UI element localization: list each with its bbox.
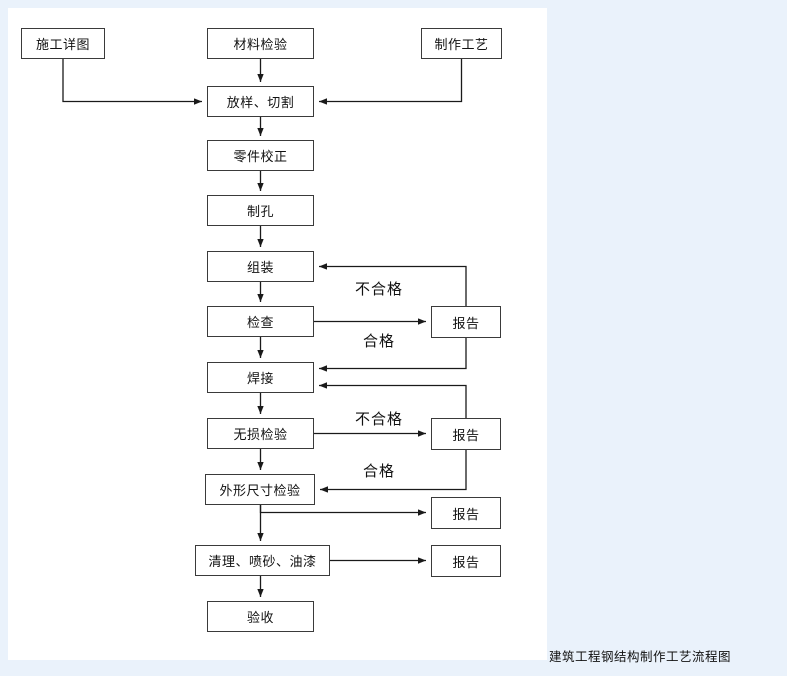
node-welding: 焊接: [207, 362, 314, 393]
node-clean-blast-paint: 清理、喷砂、油漆: [195, 545, 330, 576]
node-report-4: 报告: [431, 545, 501, 577]
figure-caption: 建筑工程钢结构制作工艺流程图: [549, 650, 732, 664]
node-shop-drawing: 施工详图: [21, 28, 105, 59]
node-part-correction: 零件校正: [207, 140, 314, 171]
node-report-2: 报告: [431, 418, 501, 450]
node-fab-process: 制作工艺: [421, 28, 502, 59]
node-inspection: 检查: [207, 306, 314, 337]
node-layout-cutting: 放样、切割: [207, 86, 314, 117]
edge-label-pass-1: 合格: [363, 333, 396, 350]
node-report-3: 报告: [431, 497, 501, 529]
edge-drawing-to-layout: [62, 59, 202, 105]
edge-report2-pass-to-dimension: [320, 450, 467, 493]
node-ndt-inspection: 无损检验: [207, 418, 314, 449]
node-assembly: 组装: [207, 251, 314, 282]
node-acceptance: 验收: [207, 601, 314, 632]
edge-report1-fail-to-assembly: [319, 263, 467, 306]
edge-process-to-layout: [319, 59, 463, 105]
edge-report2-fail-to-welding: [319, 382, 467, 418]
node-material-check: 材料检验: [207, 28, 314, 59]
edge-label-fail-2: 不合格: [355, 411, 404, 428]
node-report-1: 报告: [431, 306, 501, 338]
edge-report1-pass-to-welding: [319, 338, 467, 372]
node-dimension-check: 外形尺寸检验: [205, 474, 315, 505]
edge-dimension-to-report3: [259, 505, 426, 516]
edge-label-fail-1: 不合格: [355, 281, 404, 298]
edge-label-pass-2: 合格: [363, 463, 396, 480]
node-hole-making: 制孔: [207, 195, 314, 226]
